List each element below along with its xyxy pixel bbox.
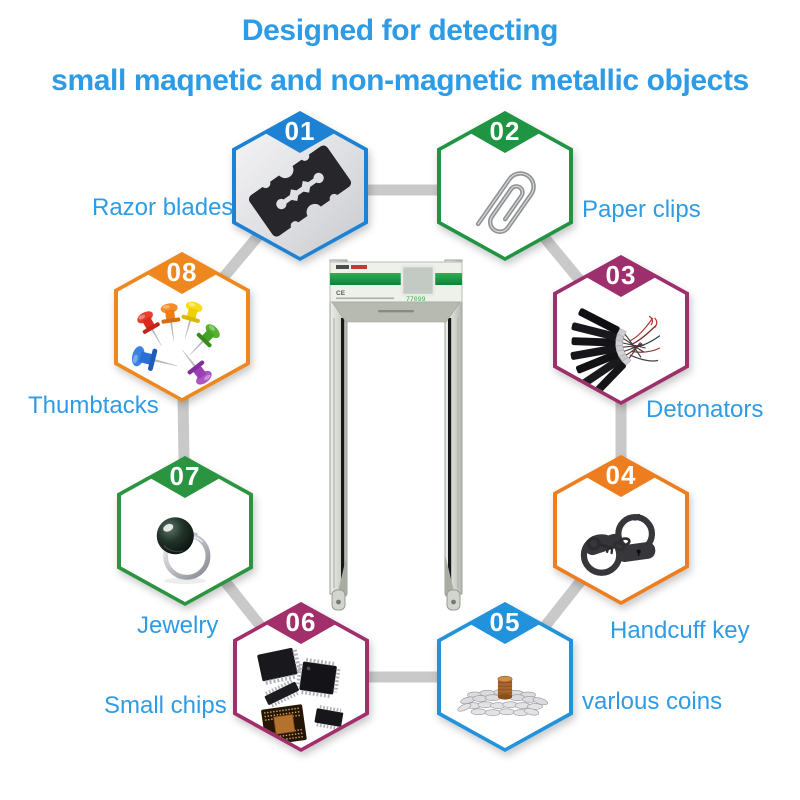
detector-feet: [331, 554, 461, 611]
hexagon-item-various-coins: 05: [437, 602, 573, 752]
hexagon-item-razor-blades: 01: [232, 111, 368, 261]
badge-number: 07: [169, 461, 201, 491]
handcuff-key-icon: [586, 536, 614, 555]
label-small-chips: Small chips: [104, 692, 227, 719]
paper-clip-icon: [475, 171, 536, 234]
label-jewelry: Jewelry: [137, 612, 219, 639]
hexagon-item-paper-clips: 02: [437, 111, 573, 261]
detector-posts: [329, 259, 463, 595]
hexagon-item-handcuff-key: 04: [553, 455, 689, 605]
label-thumbtacks: Thumbtacks: [28, 392, 159, 419]
label-various-coins: varlous coins: [582, 688, 723, 715]
detector-control-panel: CE 77099: [329, 261, 463, 303]
hexagon-item-thumbtacks: 08: [114, 252, 250, 402]
badge-number: 05: [489, 607, 521, 637]
coins-icon: [457, 675, 548, 717]
title-line-2: small maqnetic and non-magnetic metallic…: [51, 64, 749, 97]
badge-number: 04: [605, 460, 637, 490]
detector-ce-mark: CE: [336, 290, 346, 297]
label-detonators: Detonators: [646, 396, 764, 423]
handcuffs-icon: [580, 513, 656, 576]
thumbtacks-icon: [131, 301, 220, 385]
title-line-1: Designed for detecting: [241, 14, 559, 47]
detector-under-panel: [331, 301, 461, 323]
badge-number: 03: [605, 260, 637, 290]
label-paper-clips: Paper clips: [582, 196, 701, 223]
detonators-icon: [570, 308, 661, 397]
hexagon-item-small-chips: 06: [233, 602, 369, 752]
copper-coin-stack: [497, 675, 513, 700]
badge-number: 08: [166, 257, 198, 287]
label-handcuff-key: Handcuff key: [610, 617, 750, 644]
hexagon-item-jewelry: 07: [117, 456, 253, 606]
label-razor-blades: Razor blades: [92, 194, 234, 221]
chips-icon: [257, 647, 344, 746]
badge-number: 02: [489, 116, 521, 146]
walk-through-metal-detector: CE 77099: [329, 259, 463, 611]
badge-number: 06: [285, 607, 317, 637]
razor-blade-icon: [248, 145, 352, 237]
badge-number: 01: [284, 116, 316, 146]
detector-led-digits: 77099: [406, 296, 426, 303]
detector-screen: [400, 264, 436, 297]
jewelry-ring-icon: [156, 517, 211, 584]
hexagon-item-detonators: 03: [553, 255, 689, 405]
